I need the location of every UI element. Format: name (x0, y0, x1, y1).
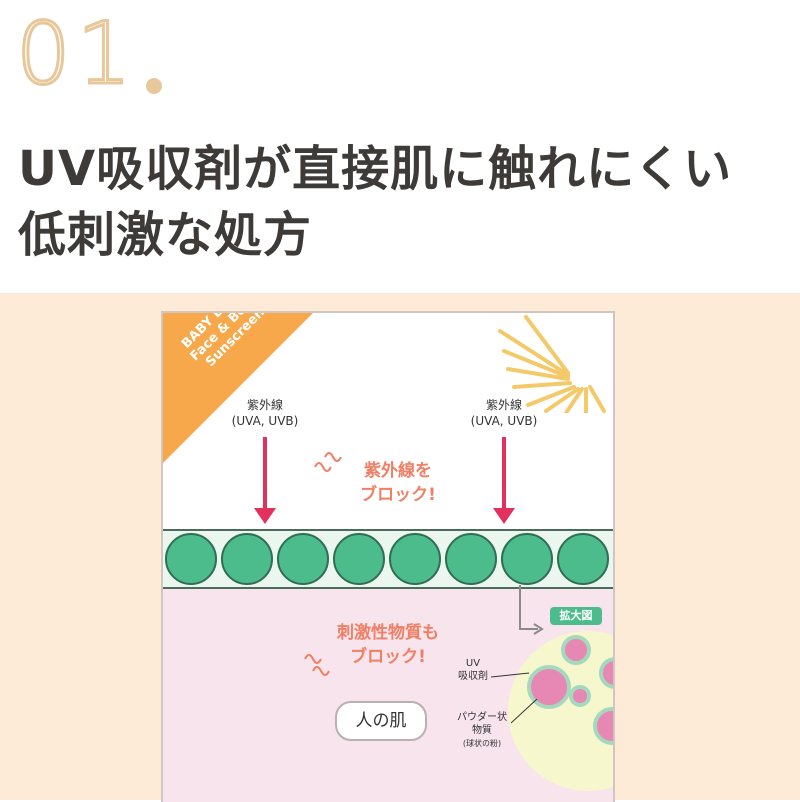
uv-block-line2: ブロック! (360, 485, 436, 505)
headline: UV吸収剤が直接肌に触れにくい 低刺激な処方 (18, 136, 788, 268)
skin-label: 人の肌 (335, 701, 427, 741)
powder-bead (333, 533, 385, 585)
powder-label: パウダー状 物質 (球状の粉) (447, 711, 517, 750)
powder-line1: パウダー状 (457, 712, 507, 723)
zoom-tag: 拡大図 (550, 607, 602, 625)
uv-label-right: 紫外線 (UVA, UVB) (444, 397, 564, 429)
uv-absorber-particle (593, 707, 613, 745)
powder-bead (445, 533, 497, 585)
uv-absorber-line2: 吸収剤 (458, 671, 488, 682)
powder-bead (557, 533, 609, 585)
powder-line3: (球状の粉) (462, 739, 502, 748)
irritant-block-text: 刺激性物質も ブロック! (313, 621, 463, 669)
uv-absorber-particle (569, 685, 591, 707)
step-dot (146, 78, 162, 94)
powder-bead (277, 533, 329, 585)
uv-arrow-left-shaft (263, 437, 267, 509)
powder-bead (389, 533, 441, 585)
uv-label-left-line1: 紫外線 (246, 398, 283, 412)
uv-absorber-pointer (491, 672, 530, 678)
zoom-connector (519, 585, 544, 635)
headline-line-1: UV吸収剤が直接肌に触れにくい (18, 141, 733, 197)
uv-block-text: 紫外線を ブロック! (323, 459, 473, 507)
uv-block-line1: 紫外線を (364, 461, 432, 481)
uv-absorber-particle (561, 635, 591, 665)
squiggle-icon (304, 654, 330, 676)
uv-label-right-line2: (UVA, UVB) (470, 414, 538, 428)
uv-label-right-line1: 紫外線 (485, 398, 522, 412)
uv-absorber-particle (527, 665, 571, 709)
headline-line-2: 低刺激な処方 (18, 207, 313, 263)
irritant-block-line2: ブロック! (350, 647, 426, 667)
uv-absorber-line1: UV (465, 658, 481, 669)
powder-bead (501, 533, 553, 585)
uv-label-left: 紫外線 (UVA, UVB) (205, 397, 325, 429)
powder-line2: 物質 (472, 725, 492, 736)
uv-arrow-left-head (254, 508, 276, 524)
uv-absorber-label: UV 吸収剤 (453, 657, 493, 683)
sun-icon (498, 315, 606, 413)
powder-pointer (511, 698, 538, 724)
uv-arrow-right-shaft (502, 437, 506, 509)
powder-bead (165, 533, 217, 585)
uv-label-left-line2: (UVA, UVB) (231, 414, 299, 428)
powder-bead (221, 533, 273, 585)
uv-arrow-right-head (493, 508, 515, 524)
product-badge (163, 313, 313, 463)
squiggle-icon (314, 452, 342, 472)
illustration-panel: BABY BORN Face & Body Sunscreen 紫外線 (UVA… (161, 311, 615, 802)
step-number: 01 (14, 4, 138, 104)
irritant-block-line1: 刺激性物質も (337, 623, 439, 643)
